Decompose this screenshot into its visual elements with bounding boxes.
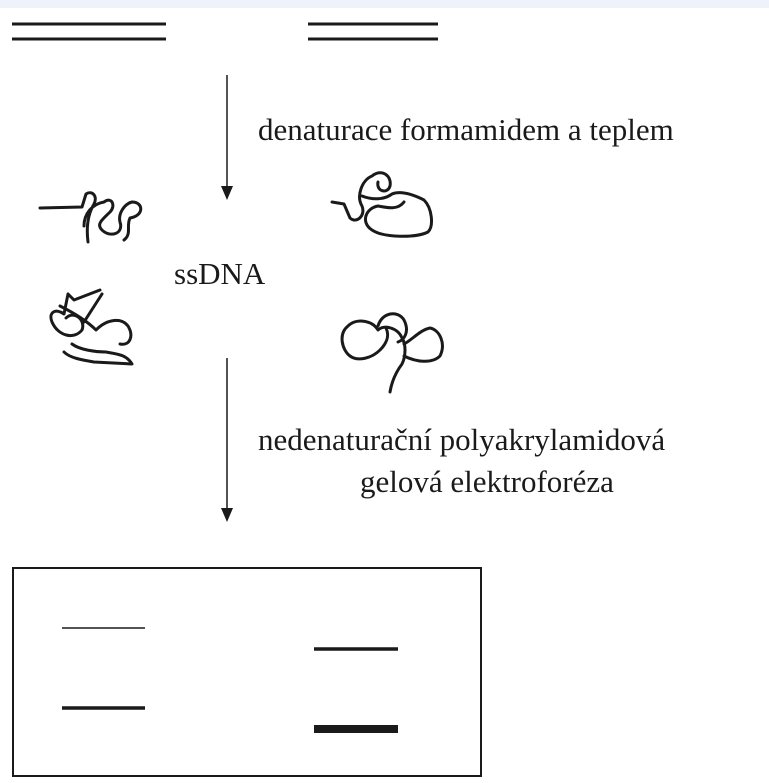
ssdna-coil-3 bbox=[49, 288, 134, 366]
arrow-down-icon bbox=[221, 75, 233, 200]
header-band bbox=[0, 0, 769, 8]
electrophoresis-label-line1: nedenaturační polyakrylamidová bbox=[258, 422, 666, 457]
ssdna-coil-4 bbox=[340, 312, 444, 394]
arrow-down-icon bbox=[221, 358, 233, 522]
gel-box bbox=[12, 567, 482, 777]
dsdna-right bbox=[308, 22, 438, 41]
ssdna-coil-2 bbox=[330, 171, 433, 238]
ssdna-coil-1 bbox=[38, 191, 143, 244]
denaturation-label: denaturace formamidem a teplem bbox=[258, 112, 674, 147]
electrophoresis-label-line2: gelová elektroforéza bbox=[360, 464, 614, 499]
ssdna-label: ssDNA bbox=[174, 256, 266, 291]
dsdna-left bbox=[12, 22, 166, 41]
